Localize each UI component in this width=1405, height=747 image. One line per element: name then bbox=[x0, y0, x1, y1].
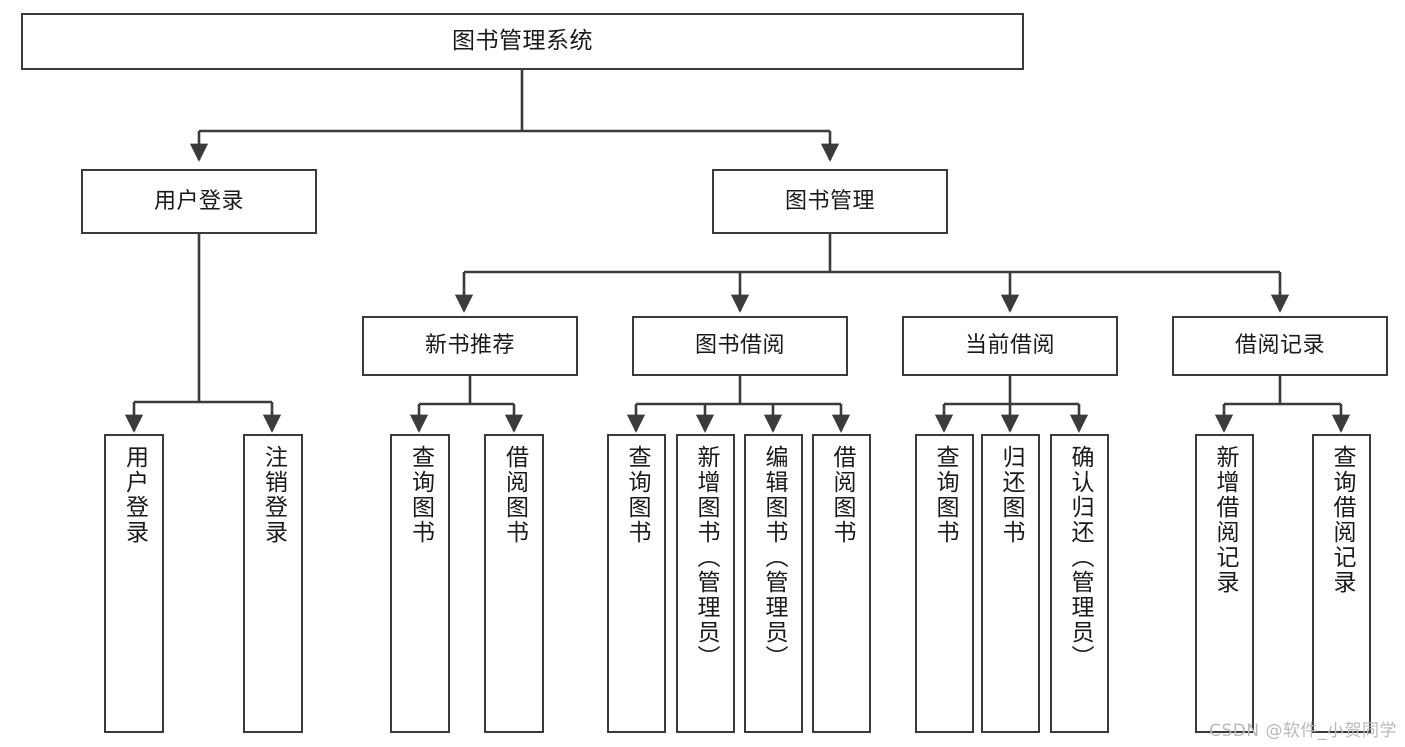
node-root-book-management-system[interactable]: 图书管理系统 bbox=[21, 13, 1024, 70]
leaf-add-book-admin[interactable]: 新增图书（管理员） bbox=[676, 434, 735, 733]
node-label: 注销登录 bbox=[260, 445, 287, 545]
node-label: 用户登录 bbox=[121, 445, 148, 545]
node-label: 查询图书 bbox=[932, 445, 958, 545]
leaf-user-login[interactable]: 用户登录 bbox=[104, 434, 164, 733]
node-label: 查询借阅记录 bbox=[1329, 445, 1355, 595]
leaf-query-book-3[interactable]: 查询图书 bbox=[915, 434, 974, 733]
node-borrow-record[interactable]: 借阅记录 bbox=[1172, 316, 1388, 376]
node-label: 查询图书 bbox=[407, 445, 434, 545]
node-label: 借阅图书 bbox=[501, 445, 528, 545]
leaf-logout-login[interactable]: 注销登录 bbox=[243, 434, 303, 733]
node-label: 图书借阅 bbox=[694, 333, 785, 359]
node-label: 用户登录 bbox=[153, 188, 244, 214]
node-label: 新书推荐 bbox=[424, 333, 515, 359]
leaf-borrow-book-2[interactable]: 借阅图书 bbox=[812, 434, 871, 733]
leaf-confirm-return-admin[interactable]: 确认归还（管理员） bbox=[1050, 434, 1109, 733]
leaf-query-borrow-record[interactable]: 查询借阅记录 bbox=[1312, 434, 1371, 733]
node-label: 当前借阅 bbox=[964, 333, 1055, 359]
node-label: 借阅记录 bbox=[1234, 333, 1325, 359]
node-label: 编辑图书（管理员） bbox=[761, 445, 787, 670]
leaf-borrow-book-1[interactable]: 借阅图书 bbox=[484, 434, 544, 733]
node-new-book-rec[interactable]: 新书推荐 bbox=[362, 316, 578, 376]
watermark-text: CSDN @软件_小贺同学 bbox=[1209, 721, 1397, 741]
node-user-login[interactable]: 用户登录 bbox=[81, 169, 317, 234]
node-label: 新增借阅记录 bbox=[1212, 445, 1238, 595]
node-label: 图书管理 bbox=[784, 188, 875, 214]
leaf-return-book[interactable]: 归还图书 bbox=[981, 434, 1040, 733]
node-label: 借阅图书 bbox=[829, 445, 855, 545]
leaf-query-book-1[interactable]: 查询图书 bbox=[390, 434, 450, 733]
node-label: 图书管理系统 bbox=[452, 27, 593, 54]
node-label: 确认归还（管理员） bbox=[1067, 445, 1093, 670]
leaf-add-borrow-record[interactable]: 新增借阅记录 bbox=[1195, 434, 1254, 733]
node-label: 新增图书（管理员） bbox=[693, 445, 719, 670]
node-book-borrow[interactable]: 图书借阅 bbox=[632, 316, 848, 376]
node-book-manage[interactable]: 图书管理 bbox=[712, 169, 948, 234]
node-label: 查询图书 bbox=[624, 445, 650, 545]
leaf-query-book-2[interactable]: 查询图书 bbox=[607, 434, 666, 733]
node-current-borrow[interactable]: 当前借阅 bbox=[902, 316, 1118, 376]
node-label: 归还图书 bbox=[998, 445, 1024, 545]
leaf-edit-book-admin[interactable]: 编辑图书（管理员） bbox=[744, 434, 803, 733]
